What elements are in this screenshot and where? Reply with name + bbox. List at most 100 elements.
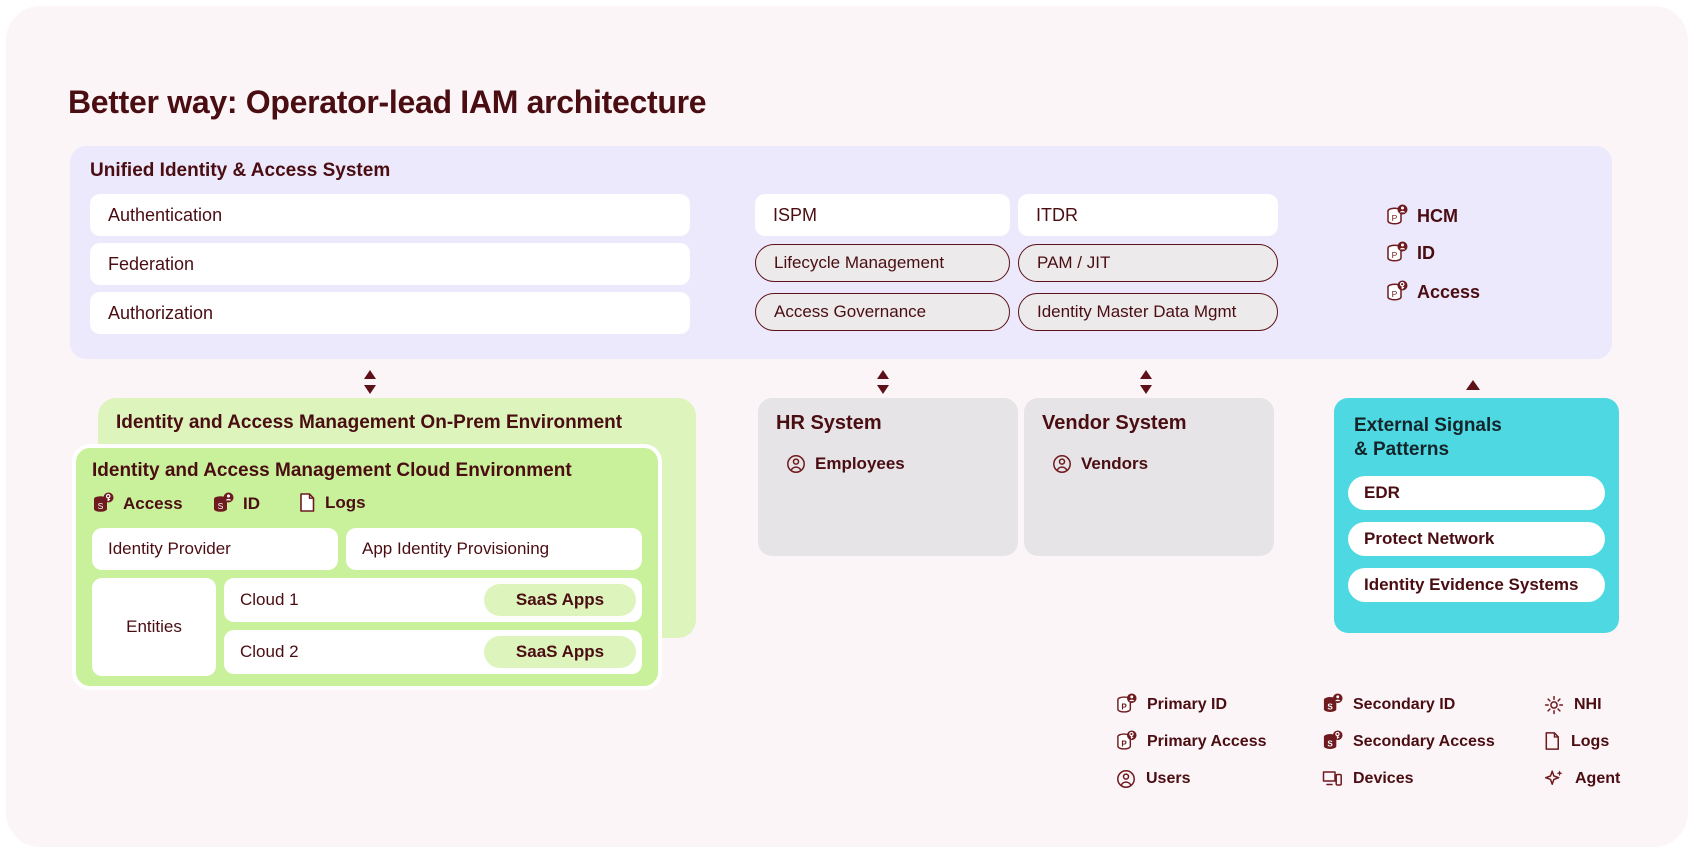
cloud-box-identity-provider-label: Identity Provider [108,539,231,558]
cloud-environment-panel: Identity and Access Management Cloud Env… [72,444,662,690]
users-icon [1052,454,1072,474]
secondary-id-icon: S [1322,693,1343,716]
cloud-box-entities-label: Entities [126,617,182,636]
unified-pill-identity-master-data-mgmt-label: Identity Master Data Mgmt [1037,302,1237,321]
primary-id-icon: P [1386,241,1408,265]
secondary-access-icon: S [1322,730,1343,753]
secondary-access-icon: S [92,492,114,516]
connector-arrow-external [1462,374,1484,400]
cloud-box-app-identity-provisioning-label: App Identity Provisioning [362,539,550,558]
svg-text:S: S [218,501,224,511]
legend-item-nhi-label: NHI [1574,695,1602,713]
onprem-environment-title: Identity and Access Management On-Prem E… [116,412,623,433]
unified-pill-access-governance-label: Access Governance [774,302,927,321]
cloud-icon-row-access-label: Access [123,494,183,513]
primary-access-icon: P [1116,730,1137,753]
unified-box-authorization[interactable]: Authorization [90,292,690,334]
legend-item-primary-id: P Primary ID [1116,686,1322,723]
hr-system-entry: Employees [786,454,905,474]
cloud-environment-title: Identity and Access Management Cloud Env… [92,460,572,481]
cloud-row-cloud-1[interactable]: Cloud 1 SaaS Apps [224,578,642,622]
connector-arrow-iam [359,369,381,395]
cloud-icon-row-logs: Logs [299,492,366,514]
external-item-edr[interactable]: EDR [1348,476,1605,510]
svg-text:P: P [1121,702,1127,711]
legend-item-agent: Agent [1544,760,1620,797]
svg-text:S: S [1327,702,1333,711]
logs-icon [1544,731,1561,752]
legend-item-logs-label: Logs [1571,732,1610,750]
legend-item-users: Users [1116,760,1322,797]
cloud-icon-row-id-label: ID [243,494,260,513]
cloud-row-cloud-2[interactable]: Cloud 2 SaaS Apps [224,630,642,674]
connector-arrow-hr [872,369,894,395]
diagram-card: Better way: Operator-lead IAM architectu… [6,6,1688,847]
unified-box-authentication-label: Authentication [108,204,223,225]
cloud-icon-row-logs-label: Logs [325,493,366,512]
unified-box-itdr[interactable]: ITDR [1018,194,1278,236]
unified-icon-row-access-label: Access [1417,281,1481,302]
unified-icon-row-hcm: P HCM [1386,204,1458,228]
unified-pill-identity-master-data-mgmt[interactable]: Identity Master Data Mgmt [1018,293,1278,331]
cloud-row-cloud-2-label: Cloud 2 [240,642,299,661]
unified-panel-title: Unified Identity & Access System [90,160,391,181]
unified-pill-lifecycle-management[interactable]: Lifecycle Management [755,244,1010,282]
vendor-system-panel: Vendor System Vendors [1024,398,1274,556]
unified-icon-row-id-label: ID [1417,242,1435,263]
legend-item-devices: Devices [1322,760,1544,797]
legend-item-agent-label: Agent [1575,769,1621,787]
svg-text:S: S [1327,739,1333,748]
unified-box-authentication[interactable]: Authentication [90,194,690,236]
legend-item-secondary-access-label: Secondary Access [1353,732,1495,750]
unified-box-federation-label: Federation [108,253,195,274]
svg-text:P: P [1121,739,1127,748]
external-signals-panel: External Signals & Patterns EDR Protect … [1334,398,1619,633]
legend: P Primary ID S [1116,686,1620,797]
gear-icon [1544,695,1564,715]
unified-box-authorization-label: Authorization [108,302,214,323]
cloud-row-cloud-2-saas-pill[interactable]: SaaS Apps [484,636,636,668]
logs-icon [299,492,316,514]
svg-text:P: P [1392,289,1398,299]
unified-icon-row-id: P ID [1386,241,1435,265]
svg-text:P: P [1392,213,1398,223]
hr-system-title: HR System [776,412,882,434]
page-title: Better way: Operator-lead IAM architectu… [68,84,707,120]
external-item-identity-evidence-systems[interactable]: Identity Evidence Systems [1348,568,1605,602]
cloud-icon-row-id: S ID [212,492,260,516]
secondary-id-icon: S [212,492,234,516]
cloud-box-entities[interactable]: Entities [92,578,216,676]
primary-id-icon: P [1116,693,1137,716]
legend-item-primary-id-label: Primary ID [1147,695,1228,713]
legend-item-nhi: NHI [1544,686,1620,723]
unified-identity-access-panel: Unified Identity & Access System Authent… [70,146,1612,359]
unified-pill-pam-jit[interactable]: PAM / JIT [1018,244,1278,282]
legend-item-primary-access-label: Primary Access [1147,732,1267,750]
legend-item-secondary-access: S Secondary Access [1322,723,1544,760]
legend-item-users-label: Users [1146,769,1191,787]
unified-pill-access-governance[interactable]: Access Governance [755,293,1010,331]
unified-pill-lifecycle-management-label: Lifecycle Management [774,253,945,272]
unified-box-ispm-label: ISPM [773,204,818,225]
cloud-row-cloud-1-saas-pill[interactable]: SaaS Apps [484,584,636,616]
agent-icon [1544,768,1565,789]
users-icon [1116,769,1136,789]
legend-item-logs: Logs [1544,723,1620,760]
unified-box-ispm[interactable]: ISPM [755,194,1010,236]
cloud-icon-row-access: S Access [92,492,183,516]
primary-access-icon: P [1386,280,1408,304]
cloud-box-identity-provider[interactable]: Identity Provider [92,528,338,570]
users-icon [786,454,806,474]
vendor-system-entry-label: Vendors [1081,454,1149,473]
external-item-protect-network[interactable]: Protect Network [1348,522,1605,556]
legend-item-devices-label: Devices [1353,769,1414,787]
external-signals-title: External Signals & Patterns [1354,415,1502,460]
connector-arrow-vendor [1135,369,1157,395]
devices-icon [1322,769,1343,788]
cloud-box-app-identity-provisioning[interactable]: App Identity Provisioning [346,528,642,570]
vendor-system-title: Vendor System [1042,412,1187,434]
unified-box-federation[interactable]: Federation [90,243,690,285]
legend-item-primary-access: P Primary Access [1116,723,1322,760]
legend-item-secondary-id: S Secondary ID [1322,686,1544,723]
